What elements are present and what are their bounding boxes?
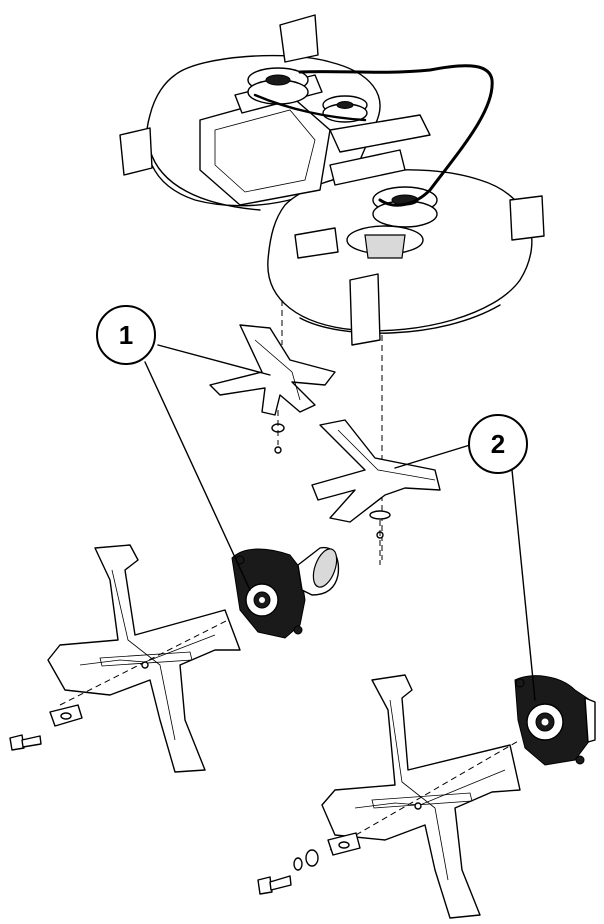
callout-1: 1 (96, 305, 156, 365)
drive-belt (298, 64, 494, 207)
spindle-housing-right (514, 675, 596, 766)
callout-2-leader-to-blade (394, 444, 471, 469)
mower-deck (119, 14, 545, 346)
cutting-blade-small-left (209, 324, 336, 454)
callout-2-label: 2 (491, 429, 505, 459)
bolt-washer-adapter-left (9, 704, 83, 751)
callout-1-leader-to-blade (157, 344, 271, 376)
spindle-housing-left (231, 546, 340, 639)
callout-2-leader-to-spindle (511, 469, 536, 701)
cutting-blade-small-right (311, 419, 441, 565)
cutting-blade-large-right (321, 674, 521, 919)
cutting-blade-large-left (47, 544, 241, 773)
callout-2: 2 (468, 414, 528, 474)
callout-1-label: 1 (119, 320, 133, 350)
bolt-washer-adapter-right (257, 832, 361, 895)
callout-1-leader-to-spindle (144, 361, 251, 591)
